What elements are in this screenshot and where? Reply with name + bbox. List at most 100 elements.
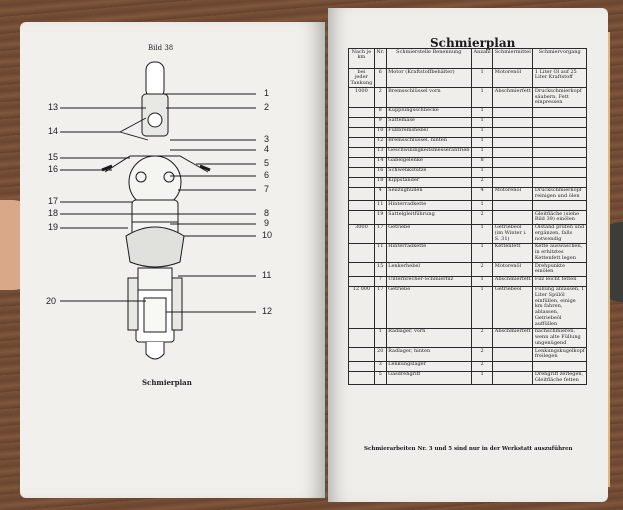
column-header: Schmiermittel [492, 48, 534, 69]
table-cell-km [348, 210, 375, 225]
table-cell-proc [532, 126, 588, 138]
table-cell-km [348, 136, 375, 148]
table-cell-proc [532, 176, 588, 188]
callout-2: 2 [264, 102, 270, 112]
table-cell-count: 2 [470, 360, 494, 372]
table-cell-nr: 17 [373, 285, 387, 329]
table-cell-lub [492, 200, 534, 211]
table-cell-lub [492, 347, 534, 362]
table-cell-count: 2 [470, 347, 494, 362]
table-cell-km [348, 186, 375, 201]
table-cell-name: Kupplungsschnecke [385, 106, 472, 118]
table-cell-count: 1 [470, 126, 494, 138]
table-cell-proc [532, 106, 588, 118]
callout-12: 12 [262, 306, 273, 316]
table-cell-km [348, 156, 375, 168]
table-cell-proc: Druckschmierkopf reinigen und ölen [532, 186, 588, 201]
table-cell-proc: Filz leicht fetten [532, 275, 588, 287]
table-cell-nr: 10 [373, 126, 387, 138]
table-cell-proc [532, 116, 588, 128]
column-header: Schmierstelle Benennung [385, 48, 472, 69]
motorcycle-lubrication-diagram [60, 61, 256, 360]
table-cell-km [348, 347, 375, 362]
table-cell-proc: Gleitfläche (siehe Bild 39) einölen [532, 210, 588, 225]
table-cell-km [348, 275, 375, 287]
table-cell-lub: Motorenöl [492, 67, 534, 89]
table-cell-count: 1 [470, 87, 494, 108]
callout-11: 11 [262, 270, 272, 280]
table-cell-km: bei jeder Tankung [348, 67, 375, 89]
table-cell-name: Geschwindigkeitsmesserantrieb [385, 146, 472, 158]
table-cell-count: 1 [470, 166, 494, 178]
table-cell-name: Sattelgleitführung [385, 210, 472, 225]
callout-16: 16 [48, 164, 59, 174]
table-cell-lub [492, 360, 534, 372]
table-cell-name: Hinterradkette [385, 200, 472, 211]
table-cell-lub [492, 166, 534, 178]
callout-4: 4 [264, 144, 270, 154]
callout-13: 13 [48, 102, 59, 112]
table-cell-proc: Drehgriff zerlegen, Gleitfläche fetten [532, 370, 588, 385]
table-cell-nr: 11 [373, 200, 387, 211]
callout-9: 9 [264, 218, 270, 228]
table-cell-name: Motor (Kraftstoffbehälter) [385, 67, 472, 89]
table-cell-nr: 8 [373, 106, 387, 118]
table-cell-km [348, 166, 375, 178]
column-header: Nach je km [348, 48, 375, 69]
table-cell-count: 2 [470, 176, 494, 188]
table-cell-name: Radlager, hinten [385, 347, 472, 362]
table-cell-nr: 15 [373, 262, 387, 277]
table-cell-lub: Getriebeöl [492, 285, 534, 329]
table-cell-nr: 16 [373, 166, 387, 178]
table-cell-lub [492, 156, 534, 168]
table-cell-count: 1 [470, 285, 494, 329]
table-cell-km [348, 146, 375, 158]
table-cell-km [348, 262, 375, 277]
table-cell-km [348, 200, 375, 211]
table-cell-name: Fußbremshebel [385, 126, 472, 138]
table-cell-nr: 2 [373, 87, 387, 108]
figure-label: Bild 38 [148, 44, 174, 52]
table-cell-name: Sattelnase [385, 116, 472, 128]
table-cell-lub: Abschmierfett [492, 275, 534, 287]
table-cell-proc [532, 146, 588, 158]
table-cell-proc [532, 156, 588, 168]
table-cell-lub [492, 176, 534, 188]
table-cell-name: Gasdrehgriff [385, 370, 472, 385]
table-cell-proc: Drehpunkte einölen [532, 262, 588, 277]
table-cell-name: Hinterradkette [385, 242, 472, 264]
table-cell-count: 1 [470, 136, 494, 148]
table-cell-proc: Druckschmierkopf säubern, Fett einpresse… [532, 87, 588, 108]
table-cell-count: 1 [470, 116, 494, 128]
table-cell-lub [492, 126, 534, 138]
table-cell-name: Getriebe [385, 223, 472, 244]
callout-19: 19 [48, 222, 59, 232]
table-cell-name: Schwenkstütze [385, 166, 472, 178]
table-cell-lub: Abschmierfett [492, 87, 534, 108]
callout-5: 5 [264, 158, 270, 168]
table-cell-proc: Ölstand prüfen und ergänzen, falls notwe… [532, 223, 588, 244]
table-cell-km: 1000 [348, 87, 375, 108]
table-cell-nr: 5 [373, 370, 387, 385]
table-cell-proc [532, 360, 588, 372]
table-cell-nr: 20 [373, 347, 387, 362]
table-cell-count: 2 [470, 210, 494, 225]
callout-14: 14 [48, 126, 59, 136]
table-header-row: Nach je km Nr. Schmierstelle Benennung A… [348, 48, 588, 69]
table-cell-nr: 6 [373, 67, 387, 89]
column-header: Anzahl [470, 48, 494, 69]
table-cell-nr: 17 [373, 223, 387, 244]
callout-1: 1 [264, 88, 270, 98]
table-cell-nr: 18 [373, 176, 387, 188]
